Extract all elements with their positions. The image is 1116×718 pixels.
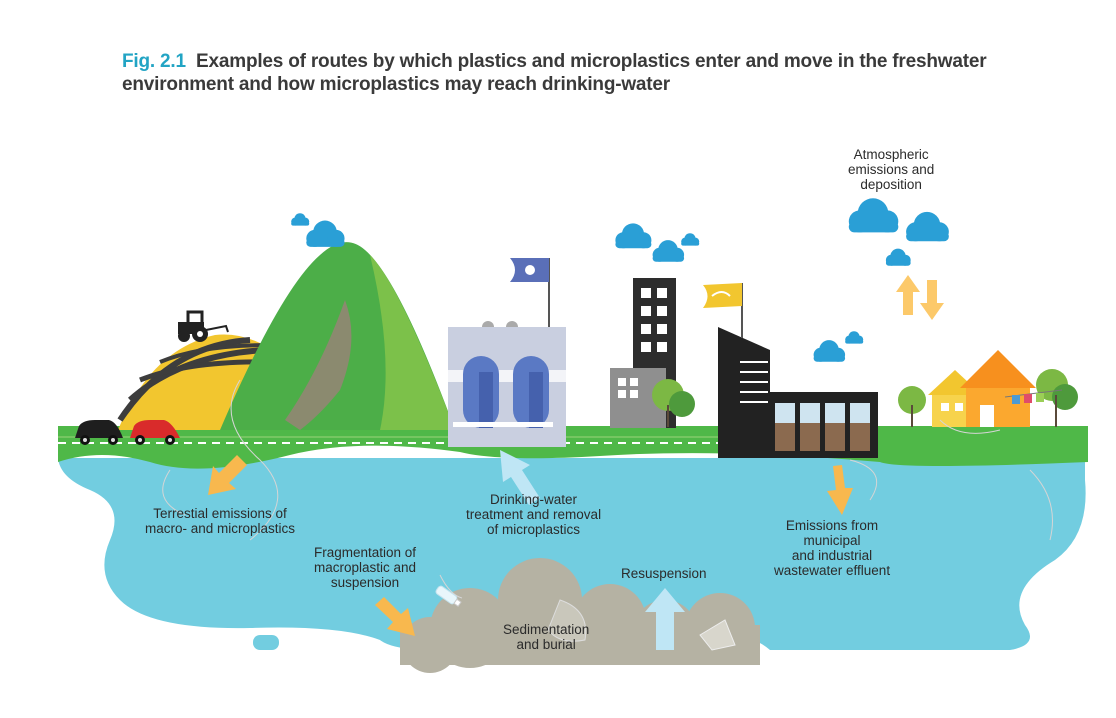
label-drinking-water: Drinking-water treatment and removal of …	[466, 492, 601, 537]
sediment	[400, 558, 760, 673]
label-terrestrial: Terrestial emissions of macro- and micro…	[145, 506, 295, 536]
cloud-icon	[291, 213, 310, 226]
label-line: Emissions from	[785, 518, 879, 533]
car-black-icon	[75, 420, 123, 445]
cloud-icon	[681, 233, 700, 246]
city-buildings	[610, 278, 695, 428]
tractor-icon	[178, 310, 229, 342]
cloud-icon	[848, 198, 899, 233]
label-line: Fragmentation of	[314, 545, 417, 560]
label-line: and burial	[516, 637, 576, 652]
cloud-icon	[906, 211, 949, 242]
label-line: wastewater effluent	[774, 563, 891, 578]
arrow-terrestrial	[208, 455, 247, 495]
title-line-2: environment and how microplastics may re…	[122, 74, 670, 95]
label-line: treatment and removal	[466, 507, 602, 522]
label-resuspension: Resuspension	[621, 566, 707, 581]
label-fragmentation: Fragmentation of macroplastic and suspen…	[314, 545, 416, 590]
arrow-fragmentation	[375, 597, 415, 636]
plastic-bottle-icon	[435, 585, 462, 607]
cloud-icon	[652, 240, 685, 262]
arrow-wastewater	[827, 465, 853, 515]
label-line: suspension	[330, 575, 400, 590]
label-wastewater: Emissions from municipal and industrial …	[774, 518, 890, 578]
label-line: Atmospheric	[853, 147, 929, 162]
cloud-icon	[885, 248, 911, 266]
label-line: macroplastic and	[314, 560, 417, 575]
label-line: deposition	[860, 177, 922, 192]
figure-number: Fig. 2.1	[122, 51, 186, 72]
label-line: Resuspension	[621, 566, 707, 581]
label-line: Drinking-water	[490, 492, 578, 507]
arrow-resuspension	[645, 588, 685, 650]
label-sedimentation: Sedimentation and burial	[503, 622, 589, 652]
label-atmospheric: Atmospheric emissions and deposition	[848, 147, 934, 192]
label-line: and industrial	[791, 548, 873, 563]
label-line: emissions and	[848, 162, 935, 177]
arrows-atmospheric	[896, 275, 944, 320]
label-line: macro- and microplastics	[145, 521, 296, 536]
cloud-icon	[306, 220, 345, 247]
label-line: Terrestial emissions of	[153, 506, 287, 521]
houses	[898, 350, 1078, 427]
label-line: of microplastics	[487, 522, 581, 537]
water-treatment-plant	[448, 258, 566, 447]
wastewater-plant	[703, 283, 878, 458]
cloud-icon	[615, 223, 652, 249]
cloud-icon	[813, 340, 846, 362]
title-line-1: Examples of routes by which plastics and…	[196, 51, 987, 72]
cloud-icon	[845, 331, 864, 344]
water-body	[58, 458, 1086, 650]
label-line: Sedimentation	[503, 622, 590, 637]
car-red-icon	[130, 420, 180, 445]
arrow-drinking-water	[500, 450, 540, 505]
plastic-wisps	[162, 379, 1053, 599]
figure-title: Fig. 2.1 Examples of routes by which pla…	[122, 50, 1082, 96]
hills	[117, 242, 455, 430]
label-line: municipal	[803, 533, 861, 548]
